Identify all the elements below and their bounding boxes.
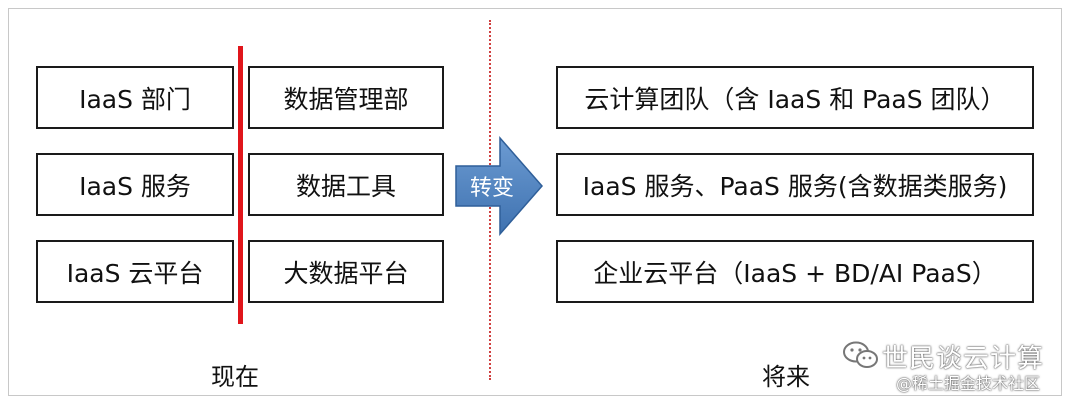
red-divider-line <box>238 46 243 324</box>
caption-now: 现在 <box>211 363 259 391</box>
watermark-title: 世民谈云计算 <box>882 344 1045 374</box>
box-iaas-cloud-platform: IaaS 云平台 <box>36 240 234 303</box>
box-big-data-platform: 大数据平台 <box>248 240 444 303</box>
box-cloud-team: 云计算团队（含 IaaS 和 PaaS 团队） <box>556 66 1034 129</box>
watermark-subtitle: @稀土掘金技术社区 <box>896 374 1041 393</box>
transition-label: 转变 <box>469 176 514 201</box>
box-data-tools: 数据工具 <box>248 153 444 216</box>
box-iaas-service: IaaS 服务 <box>36 153 234 216</box>
wechat-icon <box>843 341 878 368</box>
diagram-frame <box>8 8 1062 396</box>
box-data-management-dept: 数据管理部 <box>248 66 444 129</box>
box-enterprise-cloud-platform: 企业云平台（IaaS + BD/AI PaaS） <box>556 240 1034 303</box>
box-iaas-paas-services: IaaS 服务、PaaS 服务(含数据类服务) <box>556 153 1034 216</box>
box-iaas-department: IaaS 部门 <box>36 66 234 129</box>
caption-future: 将来 <box>762 363 810 391</box>
right-arrow-icon <box>455 136 543 236</box>
